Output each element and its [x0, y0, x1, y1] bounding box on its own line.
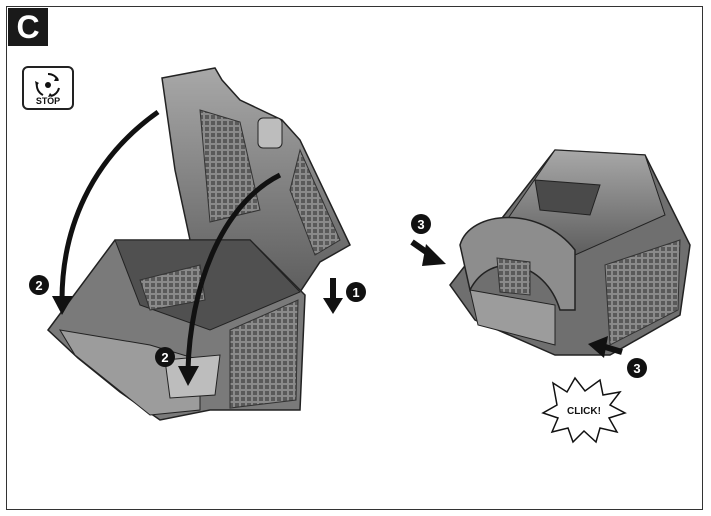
click-label: CLICK! — [567, 406, 601, 417]
curved-arrow-center — [185, 172, 282, 371]
step-badge-1: 1 — [346, 282, 366, 302]
step-badge-2-left: 2 — [29, 275, 49, 295]
open-grass-basket — [46, 67, 351, 421]
svg-text:3: 3 — [633, 361, 640, 376]
closed-grass-basket — [449, 149, 691, 356]
stop-icon: STOP — [22, 66, 74, 110]
step-badge-3-bottom: 3 — [627, 358, 647, 378]
rotating-blade-stop-icon — [35, 72, 60, 97]
svg-text:2: 2 — [161, 350, 168, 365]
step-badge-3-top: 3 — [411, 214, 431, 234]
diagram-frame — [6, 6, 703, 510]
section-label: C — [8, 8, 48, 46]
curved-arrow-left — [59, 109, 160, 301]
step-badge-2-center: 2 — [155, 347, 175, 367]
svg-text:2: 2 — [35, 278, 42, 293]
svg-text:3: 3 — [417, 217, 424, 232]
stop-label: STOP — [35, 96, 61, 106]
svg-text:1: 1 — [352, 285, 359, 300]
click-starburst — [541, 376, 627, 444]
